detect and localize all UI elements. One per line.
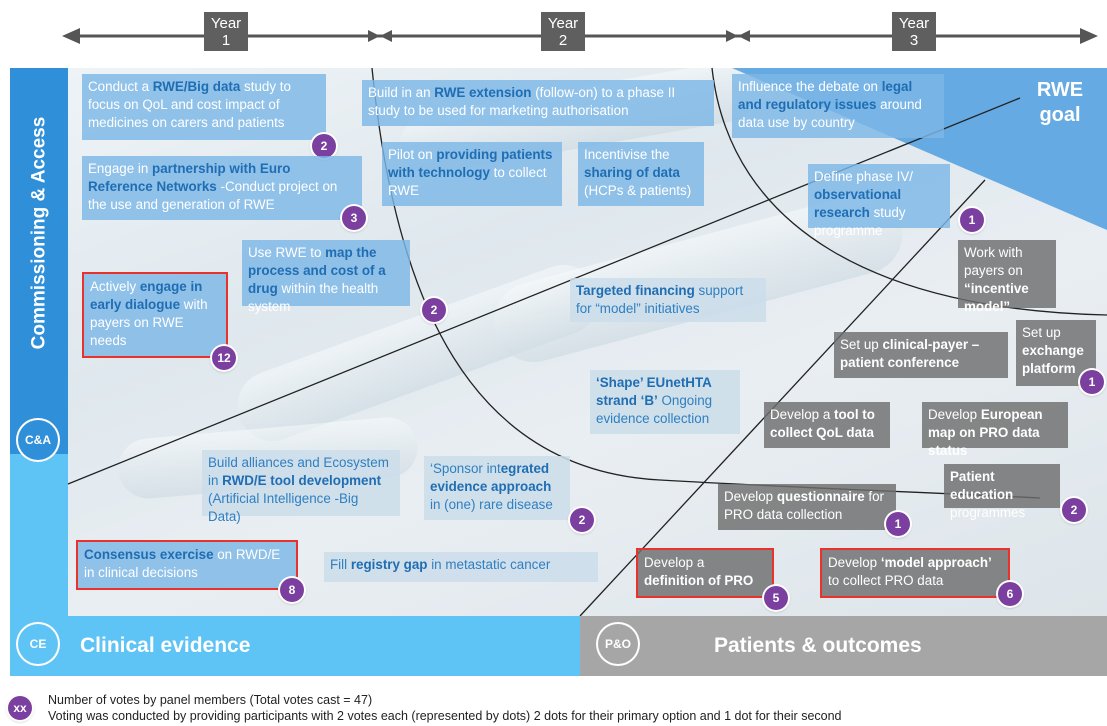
vote-badge: 1 — [1080, 370, 1104, 394]
item-model-approach: Develop ‘model approach’ to collect PRO … — [820, 548, 1010, 598]
ce-badge: CE — [18, 624, 58, 664]
clinical-evidence-bar — [10, 616, 580, 676]
year-number: 3 — [909, 32, 919, 49]
vote-badge: 12 — [212, 346, 236, 370]
vote-badge: 2 — [312, 134, 336, 158]
rwe-goal-label: RWE goal — [1020, 78, 1100, 128]
patients-outcomes-title: Patients & outcomes — [714, 634, 922, 657]
patients-outcomes-bar — [580, 616, 1107, 676]
rwe-goal-line1: RWE — [1036, 79, 1084, 101]
item-map-process: Use RWE to map the process and cost of a… — [242, 240, 410, 314]
year-word: Year — [898, 15, 930, 32]
item-euro-networks: Engage in partnership with Euro Referenc… — [82, 156, 362, 220]
year-number: 1 — [221, 32, 231, 49]
rwe-goal-line2: goal — [1039, 104, 1081, 126]
year-word: Year — [547, 15, 579, 32]
item-alliances: Build alliances and Ecosystem in RWD/E t… — [202, 450, 400, 524]
year-2-label: Year 2 — [541, 12, 585, 51]
year-3-label: Year 3 — [892, 12, 936, 51]
vote-badge: 6 — [998, 582, 1022, 606]
item-targeted-financing: Targeted financing support for “model” i… — [570, 278, 766, 322]
item-eunethta: ‘Shape’ EUnetHTA strand ‘B’ Ongoing evid… — [590, 370, 740, 434]
po-badge: P&O — [598, 624, 638, 664]
commissioning-bar — [10, 68, 68, 454]
item-questionnaire: Develop questionnaire for PRO data colle… — [718, 484, 896, 530]
vote-badge: 2 — [422, 298, 446, 322]
item-european-map: Develop European map on PRO data status — [922, 402, 1068, 458]
vote-badge: 5 — [764, 586, 788, 610]
vote-badge: 1 — [960, 208, 984, 232]
item-sharing-data: Incentivise the sharing of data (HCPs & … — [578, 142, 704, 206]
item-patients-technology: Pilot on providing patients with technol… — [382, 142, 562, 206]
item-integrated-evidence: ‘Sponsor integrated evidence approach in… — [424, 456, 570, 520]
item-phase-iv: Define phase IV/ observational research … — [808, 164, 950, 238]
item-legal-regulatory: Influence the debate on legal and regula… — [732, 74, 944, 138]
item-tool-qol: Develop a tool to collect QoL data — [764, 402, 890, 448]
vote-badge: 2 — [570, 508, 594, 532]
ca-badge: C&A — [18, 420, 58, 460]
item-incentive-model: Work with payers on “incentive model” — [958, 240, 1056, 314]
item-early-dialogue: Actively engage in early dialogue with p… — [82, 272, 228, 358]
legend-line2: Voting was conducted by providing partic… — [48, 709, 842, 723]
vote-badge: 1 — [886, 512, 910, 536]
legend-line1: Number of votes by panel members (Total … — [48, 693, 373, 707]
vote-badge: 3 — [342, 206, 366, 230]
vote-badge: 2 — [1062, 498, 1086, 522]
item-rwe-extension: Build in an RWE extension (follow-on) to… — [362, 80, 714, 126]
legend-badge: xx — [8, 696, 32, 720]
year-number: 2 — [558, 32, 568, 49]
clinical-bar — [10, 454, 68, 616]
clinical-evidence-title: Clinical evidence — [80, 634, 251, 657]
item-definition-pro: Develop a definition of PRO — [636, 548, 774, 598]
year-word: Year — [210, 15, 242, 32]
item-registry-gap: Fill registry gap in metastatic cancer — [324, 552, 598, 582]
vote-badge: 8 — [280, 578, 304, 602]
item-clinical-payer: Set up clinical-payer – patient conferen… — [834, 332, 1008, 378]
item-rwe-big-data: Conduct a RWE/Big data study to focus on… — [82, 74, 326, 140]
year-1-label: Year 1 — [204, 12, 248, 51]
item-consensus: Consensus exercise on RWD/E in clinical … — [76, 540, 298, 590]
item-patient-education: Patient education programmes — [944, 464, 1060, 520]
